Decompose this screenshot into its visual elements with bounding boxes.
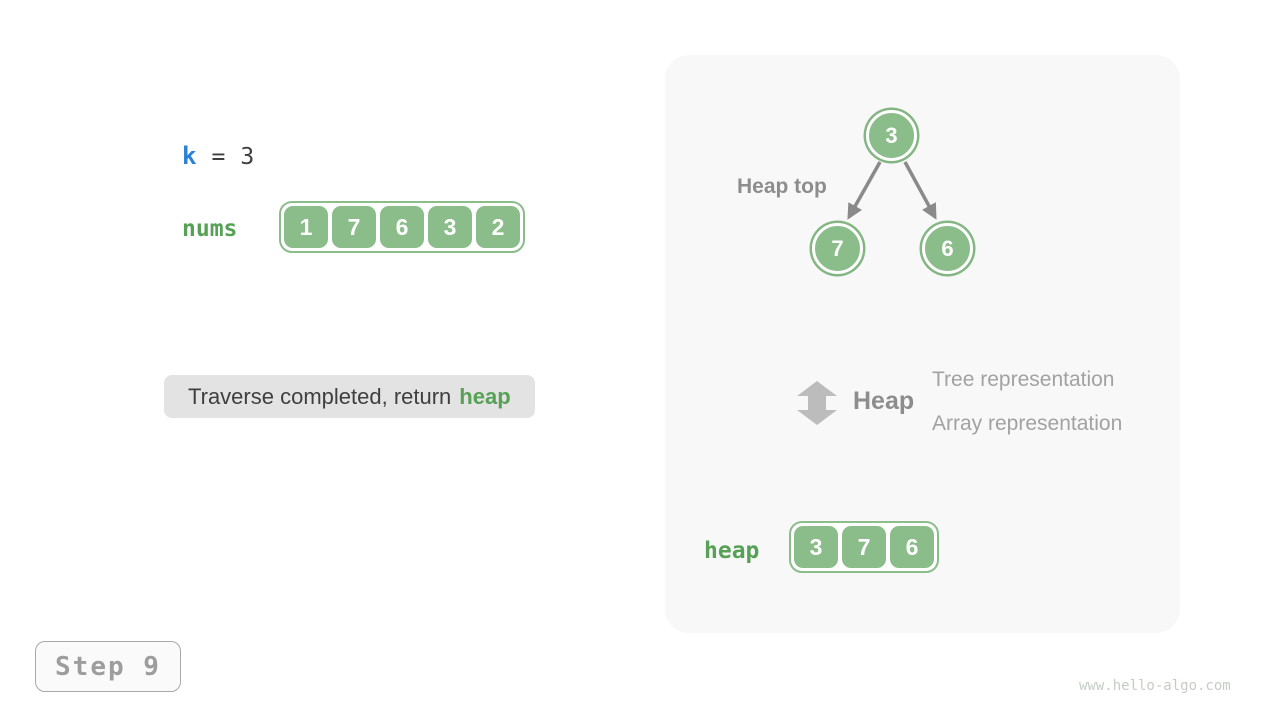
heap-array-cell: 3 bbox=[794, 526, 838, 568]
nums-array-cell: 3 bbox=[428, 206, 472, 248]
nums-array-cell: 7 bbox=[332, 206, 376, 248]
variable-k-name: k bbox=[182, 142, 197, 170]
variable-k-value: 3 bbox=[240, 144, 255, 170]
legend-array-representation: Array representation bbox=[932, 412, 1123, 435]
nums-array-cell: 6 bbox=[380, 206, 424, 248]
up-down-arrow-icon bbox=[797, 381, 837, 425]
step-badge: Step 9 bbox=[35, 641, 181, 692]
heap-array-cell: 6 bbox=[890, 526, 934, 568]
nums-array-cell: 1 bbox=[284, 206, 328, 248]
equals-sign: = bbox=[211, 144, 226, 170]
heap-visualization-panel: Heap top 3 7 6 Heap Tree representation … bbox=[665, 55, 1180, 633]
nums-array-cell: 2 bbox=[476, 206, 520, 248]
heap-top-label: Heap top bbox=[737, 175, 827, 198]
status-message: Traverse completed, return heap bbox=[164, 375, 535, 418]
tree-edge-root-to-left bbox=[847, 161, 882, 220]
status-message-text: Traverse completed, return bbox=[188, 383, 452, 409]
tree-node-left-child: 7 bbox=[812, 223, 863, 274]
variable-k-line: k = 3 bbox=[182, 142, 254, 170]
tree-node-right-child: 6 bbox=[922, 223, 973, 274]
nums-array-label: nums bbox=[182, 216, 238, 242]
heap-array-cell: 7 bbox=[842, 526, 886, 568]
tree-edges bbox=[847, 161, 937, 220]
nums-array: 1 7 6 3 2 bbox=[279, 201, 525, 253]
tree-node-root: 3 bbox=[866, 110, 917, 161]
heap-array: 3 7 6 bbox=[789, 521, 939, 573]
status-message-highlight: heap bbox=[459, 383, 511, 409]
heap-array-label: heap bbox=[704, 538, 760, 564]
tree-edge-root-to-right bbox=[903, 161, 937, 220]
legend-tree-representation: Tree representation bbox=[932, 368, 1115, 391]
legend-heap-label: Heap bbox=[853, 387, 915, 415]
watermark: www.hello-algo.com bbox=[1079, 678, 1231, 694]
